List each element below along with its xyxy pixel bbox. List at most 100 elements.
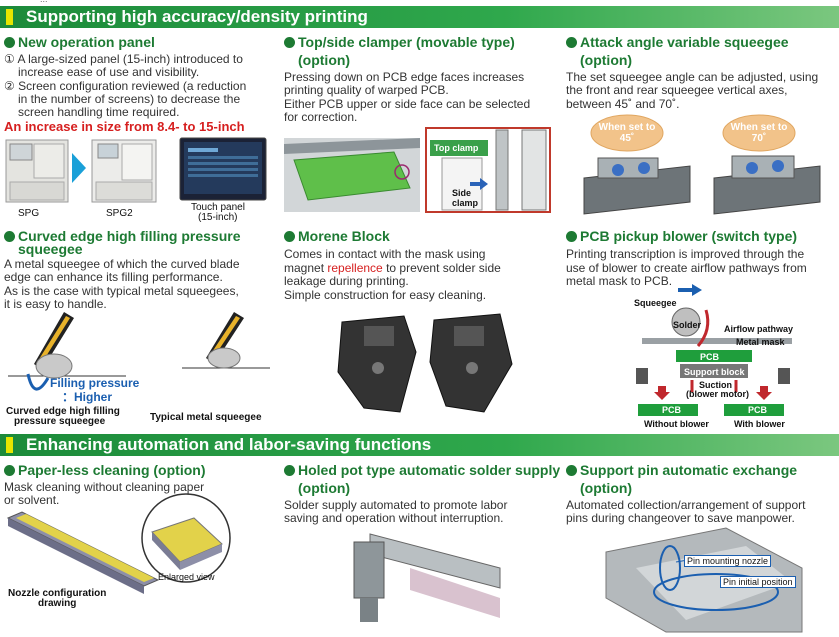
label-nozzle-2: drawing [38, 598, 77, 609]
label-solder: Solder [673, 320, 702, 330]
bullet-icon [4, 37, 15, 48]
section-marker [6, 437, 13, 453]
filling-pressure-label: Filling pressure ：Higher [50, 376, 140, 404]
morene-line-4: Simple construction for easy cleaning. [284, 288, 487, 302]
bullet-icon [284, 465, 295, 476]
badge-45-bottom: 45˚ [619, 133, 635, 144]
label-touch-size: (15-inch) [198, 212, 238, 223]
section-title: Supporting high accuracy/density printin… [26, 7, 368, 26]
squeegee-line-2: the front and rear squeegee vertical axe… [566, 83, 788, 97]
bullet-icon [566, 231, 577, 242]
clamper-pcb-image [284, 138, 420, 212]
touch-panel-image [179, 137, 267, 201]
squeegee-heading: Attack angle variable squeegee [566, 34, 789, 51]
morene-line-1: Comes in contact with the mask using [284, 247, 486, 261]
spg-machine-image [5, 139, 69, 203]
badge-70-shape [722, 114, 796, 152]
squeegee-line-1: The set squeegee angle can be adjusted, … [566, 70, 819, 84]
clamper-line-3: Either PCB upper or side face can be sel… [284, 97, 531, 111]
label-spg: SPG [18, 208, 40, 219]
pot-subtitle: (option) [298, 480, 351, 496]
label-top-clamp: Top clamp [434, 143, 479, 153]
size-highlight: An increase in size from 8.4- to 15-inch [4, 119, 245, 134]
typical-squeegee-drawing [182, 312, 270, 369]
cleaning-heading: Paper-less cleaning (option) [4, 462, 205, 479]
curved-squeegee-drawing [8, 312, 126, 391]
curved-line-3: As is the case with typical metal squeeg… [4, 284, 239, 298]
blower-title: PCB pickup blower (switch type) [580, 228, 798, 244]
label-spg2: SPG2 [106, 208, 133, 219]
nozzle-drawing [6, 511, 160, 594]
panel-item-1-cont: increase ease of use and visibility. [18, 65, 200, 79]
clamper-heading: Top/side clamper (movable type) [284, 34, 515, 51]
pot-line-1: Solder supply automated to promote labor [284, 498, 508, 512]
label-squeegee: Squeegee [634, 298, 677, 308]
blower-heading: PCB pickup blower (switch type) [566, 228, 797, 245]
clamper-subtitle: (option) [298, 52, 351, 68]
clamper-line-2: printing quality of warped PCB. [284, 83, 449, 97]
curved-title: Curved edge high filling pressure [18, 228, 241, 244]
blower-line-2: use of blower to create airflow pathways… [566, 261, 807, 275]
repellence-text: repellence [327, 261, 383, 275]
cleaning-title: Paper-less cleaning (option) [18, 462, 206, 478]
label-suction-2: (blower motor) [686, 389, 749, 399]
squeegee-70-image [713, 155, 821, 215]
panel-item-2-cont2: screen handling time required. [18, 105, 180, 119]
pin-title: Support pin automatic exchange [580, 462, 798, 478]
bullet-icon [284, 37, 295, 48]
label-airflow: Airflow pathway [724, 324, 794, 334]
pot-title: Holed pot type automatic solder supply [298, 462, 561, 478]
top-strip: ... [40, 0, 48, 4]
panel-item-1: ① A large-sized panel (15-inch) introduc… [4, 52, 243, 66]
label-pcb-right: PCB [748, 405, 768, 415]
blower-diagram [636, 284, 792, 416]
cleaning-line-2: or solvent. [4, 493, 60, 507]
label-with-blower: With blower [734, 419, 785, 429]
label-curved-squeegee-2: pressure squeegee [14, 416, 106, 427]
label-pin-nozzle: Pin mounting nozzle [684, 555, 772, 567]
solder-supply-image [353, 533, 501, 622]
badge-45-shape [590, 114, 664, 152]
squeegee-title: Attack angle variable squeegee [580, 34, 789, 50]
clamper-title: Top/side clamper (movable type) [298, 34, 515, 50]
pin-line-2: pins during changeover to save manpower. [566, 511, 795, 525]
curved-heading: Curved edge high filling pressure [4, 228, 240, 245]
morene-block-image [337, 313, 513, 413]
badge-70-bottom: 70˚ [751, 133, 767, 144]
label-support-block: Support block [684, 367, 745, 377]
blower-line-3: metal mask to PCB. [566, 274, 673, 288]
morene-line-2: magnet repellence to prevent solder side [284, 261, 501, 275]
bullet-icon [566, 37, 577, 48]
bullet-icon [284, 231, 295, 242]
label-pcb-center: PCB [700, 352, 720, 362]
bullet-icon [566, 465, 577, 476]
pin-line-1: Automated collection/arrangement of supp… [566, 498, 806, 512]
label-enlarged-view: Enlarged view [158, 572, 215, 582]
curved-line-2: edge can enhance its filling performance… [4, 270, 223, 284]
section-title: Enhancing automation and labor-saving fu… [26, 435, 432, 454]
arrow-right-icon [72, 153, 86, 183]
bullet-icon [4, 231, 15, 242]
label-metal-mask: Metal mask [736, 337, 785, 347]
label-without-blower: Without blower [644, 419, 709, 429]
squeegee-line-3: between 45˚ and 70˚. [566, 97, 680, 111]
pin-subtitle: (option) [580, 480, 633, 496]
clamper-line-1: Pressing down on PCB edge faces increase… [284, 70, 525, 84]
label-nozzle-1: Nozzle configuration [8, 588, 107, 599]
morene-heading: Morene Block [284, 228, 390, 245]
label-touch-panel: Touch panel [191, 202, 245, 213]
label-side-clamp-2: clamp [452, 198, 479, 208]
squeegee-subtitle: (option) [580, 52, 633, 68]
label-curved-squeegee-1: Curved edge high filling [6, 406, 120, 417]
squeegee-45-image [583, 157, 691, 215]
label-suction-1: Suction [699, 380, 732, 390]
panel-item-2: ② Screen configuration reviewed (a reduc… [4, 79, 247, 93]
section-header-printing: Supporting high accuracy/density printin… [0, 6, 839, 28]
pin-heading: Support pin automatic exchange [566, 462, 797, 479]
clamper-detail-image [425, 127, 551, 213]
clamper-line-4: for correction. [284, 110, 358, 124]
panel-heading: New operation panel [4, 34, 155, 51]
panel-item-2-cont1: in the number of screens) to decrease th… [18, 92, 241, 106]
pot-line-2: saving and operation without interruptio… [284, 511, 504, 525]
cleaning-line-1: Mask cleaning without cleaning paper [4, 480, 205, 494]
